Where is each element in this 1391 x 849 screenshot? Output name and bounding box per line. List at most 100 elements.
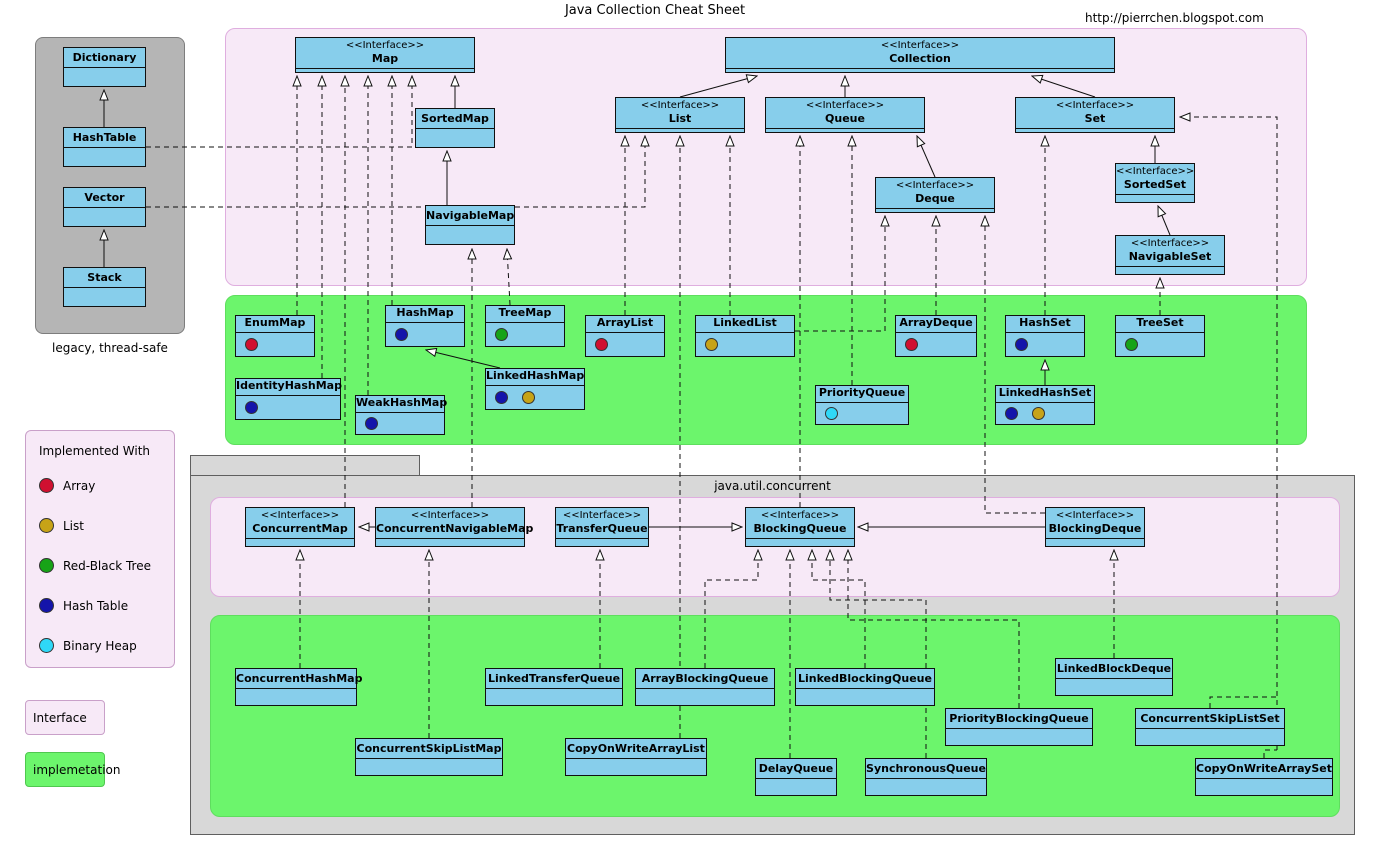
- class-name: HashTable: [72, 131, 137, 144]
- class-compartment: [946, 728, 1092, 745]
- interface-name: BlockingDeque: [1048, 522, 1142, 535]
- class-arrayblockingqueue: ArrayBlockingQueue: [635, 668, 775, 706]
- class-name: EnumMap: [244, 316, 306, 329]
- class-copyonwritearrayset: CopyOnWriteArraySet: [1195, 758, 1333, 796]
- binary-heap-impl-dot: [825, 407, 838, 420]
- list-impl-dot: [1032, 407, 1045, 420]
- interface-concurrentmap: <<Interface>> ConcurrentMap: [245, 507, 355, 547]
- legend-item-label: List: [63, 518, 84, 533]
- legend-title: Implemented With: [39, 444, 151, 458]
- list-color-dot: [39, 518, 54, 533]
- class-compartment: [416, 128, 494, 147]
- class-name: PriorityBlockingQueue: [949, 712, 1089, 725]
- interface-deque: <<Interface>> Deque: [875, 177, 995, 213]
- interface-name: List: [668, 112, 692, 125]
- interface-name: SortedMap: [421, 112, 489, 125]
- interface-sortedset: <<Interface>> SortedSet: [1115, 163, 1195, 203]
- class-weakhashmap: WeakHashMap: [355, 395, 447, 435]
- legend-implementation-label: implemetation: [33, 762, 121, 777]
- class-concurrentskiplistset: ConcurrentSkipListSet: [1135, 708, 1285, 746]
- class-name: LinkedBlockDeque: [1056, 662, 1172, 675]
- class-hashtable: HashTable: [63, 127, 146, 167]
- interface-name: Deque: [915, 192, 955, 205]
- red-black-tree-color-dot: [39, 558, 54, 573]
- legend-item-label: Binary Heap: [63, 638, 137, 653]
- class-compartment: [726, 68, 1114, 72]
- class-compartment: [816, 402, 908, 424]
- class-name: DelayQueue: [758, 762, 834, 775]
- class-linkedblockingqueue: LinkedBlockingQueue: [795, 668, 935, 706]
- legacy-caption: legacy, thread-safe: [52, 341, 168, 355]
- interface-name: Set: [1084, 112, 1106, 125]
- interface-sortedmap: SortedMap: [415, 108, 495, 148]
- interface-name: SortedSet: [1123, 178, 1187, 191]
- class-compartment: [876, 208, 994, 212]
- class-compartment: [296, 68, 474, 72]
- package-label: java.util.concurrent: [714, 479, 831, 493]
- class-hashmap: HashMap: [385, 305, 465, 347]
- interface-name: NavigableSet: [1128, 250, 1212, 263]
- hash-table-impl-dot: [395, 328, 408, 341]
- class-compartment: [64, 287, 145, 306]
- stereotype-label: <<Interface>>: [1116, 166, 1195, 177]
- interface-navigableset: <<Interface>> NavigableSet: [1115, 235, 1225, 275]
- class-arraylist: ArrayList: [585, 315, 665, 357]
- class-compartment: [426, 225, 514, 244]
- stereotype-label: <<Interface>>: [562, 510, 642, 521]
- class-compartment: [586, 332, 664, 356]
- array-impl-dot: [245, 338, 258, 351]
- class-identityhashmap: IdentityHashMap: [235, 378, 342, 420]
- class-compartment: [746, 538, 854, 546]
- class-hashset: HashSet: [1005, 315, 1085, 357]
- class-compartment: [64, 67, 145, 86]
- class-name: HashMap: [396, 306, 454, 319]
- class-compartment: [756, 778, 836, 795]
- interface-blockingdeque: <<Interface>> BlockingDeque: [1045, 507, 1145, 547]
- class-compartment: [1016, 128, 1174, 132]
- interface-transferqueue: <<Interface>> TransferQueue: [555, 507, 649, 547]
- class-priorityblockingqueue: PriorityBlockingQueue: [945, 708, 1093, 746]
- legend-item-label: Red-Black Tree: [63, 558, 151, 573]
- class-name: LinkedBlockingQueue: [798, 672, 932, 685]
- class-treeset: TreeSet: [1115, 315, 1205, 357]
- class-compartment: [896, 332, 976, 356]
- hash-table-impl-dot: [365, 417, 378, 430]
- class-compartment: [376, 538, 524, 546]
- interface-map: <<Interface>> Map: [295, 37, 475, 73]
- class-compartment: [1046, 538, 1144, 546]
- array-color-dot: [39, 478, 54, 493]
- legend-item-label: Array: [63, 478, 96, 493]
- class-compartment: [1136, 728, 1284, 745]
- class-name: CopyOnWriteArraySet: [1196, 762, 1332, 775]
- class-compartment: [1056, 678, 1172, 695]
- class-compartment: [796, 688, 934, 705]
- class-enummap: EnumMap: [235, 315, 315, 357]
- class-name: SynchronousQueue: [866, 762, 986, 775]
- red-black-tree-impl-dot: [495, 328, 508, 341]
- class-compartment: [1116, 332, 1204, 356]
- class-linkedblockdeque: LinkedBlockDeque: [1055, 658, 1173, 696]
- class-compartment: [766, 128, 924, 132]
- legend-item-hash-table: Hash Table: [39, 598, 128, 613]
- class-name: ArrayList: [596, 316, 654, 329]
- interface-navigablemap: NavigableMap: [425, 205, 515, 245]
- class-name: Dictionary: [72, 51, 137, 64]
- class-compartment: [64, 207, 145, 226]
- hash-table-color-dot: [39, 598, 54, 613]
- class-compartment: [1006, 332, 1084, 356]
- stereotype-label: <<Interface>>: [1055, 510, 1135, 521]
- class-compartment: [616, 128, 744, 132]
- class-name: ConcurrentSkipListSet: [1140, 712, 1280, 725]
- class-treemap: TreeMap: [485, 305, 565, 347]
- class-name: LinkedHashMap: [486, 369, 585, 382]
- class-name: PriorityQueue: [818, 386, 906, 399]
- source-url-link[interactable]: http://pierrchen.blogspot.com: [1085, 11, 1264, 25]
- class-compartment: [486, 322, 564, 346]
- class-compartment: [356, 758, 502, 775]
- stereotype-label: <<Interface>>: [345, 40, 425, 51]
- interface-name: ConcurrentNavigableMap: [376, 522, 534, 535]
- red-black-tree-impl-dot: [1125, 338, 1138, 351]
- class-linkedtransferqueue: LinkedTransferQueue: [485, 668, 623, 706]
- page-title: Java Collection Cheat Sheet: [564, 3, 746, 18]
